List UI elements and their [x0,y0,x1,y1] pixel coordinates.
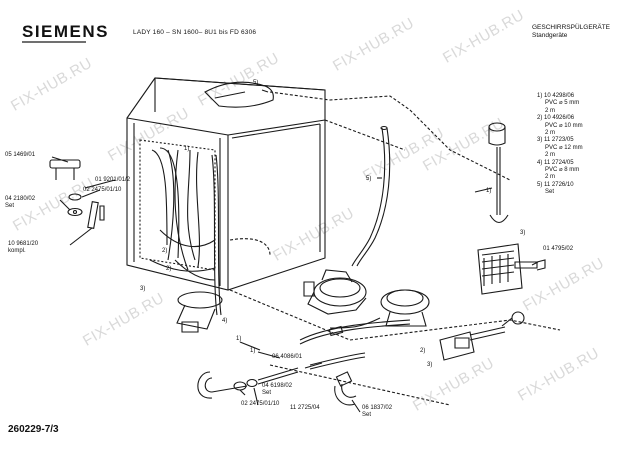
callout-label: 02 2475/01/10 [241,401,280,407]
callout-label: 04 2180/02 [5,196,36,202]
model-line: LADY 160 – SN 1600– 8U1 bis FD 6306 [133,29,257,36]
callout-label: 11 2725/04 [290,405,320,411]
ref-number: 3) [427,362,433,368]
ref-number: 2) [420,348,426,354]
ref-number: 3) [520,230,526,236]
legend-spec: PVC ⌀ 8 mm [545,167,580,174]
category-title: GESCHIRRSPÜLGERÄTE [532,24,611,31]
legend-item-5: 5) 11 2726/10 [537,181,574,188]
legend-item-2: 2) 10 4926/06 [537,115,575,122]
callout-label: kompl. [8,248,26,254]
document-id: 260229-7/3 [8,424,59,435]
legend-spec: PVC ⌀ 5 mm [545,100,580,107]
callout-label: Set [262,390,272,396]
callout-label: 10 9681/20 [8,241,39,247]
ref-number: 1) [250,348,256,354]
callout-label: Set [5,203,15,209]
callout-label: 06 4086/01 [272,354,303,360]
callout-label: 04 6198/02 [262,383,293,389]
legend-length: 2 m [545,174,556,181]
hose-legend: 1) 10 4298/06 PVC ⌀ 5 mm 2 m 2) 10 4926/… [537,93,583,197]
legend-length: 2 m [545,152,556,159]
callout-label: 02 2475/01/10 [83,187,122,193]
ref-number: 1) [184,146,190,152]
legend-spec: PVC ⌀ 12 mm [545,144,583,151]
callout-label: 05 1469/01 [5,152,36,158]
ref-number: 2) [166,266,172,272]
legend-spec: Set [545,189,555,196]
callout-label: 01 9201/01/2 [95,177,131,183]
callout-label: 06 1837/02 [362,405,393,411]
ref-number: 3) [140,286,146,292]
ref-number: 2) [162,248,168,254]
legend-length: 2 m [545,130,556,137]
ref-number: 4) [222,318,228,324]
ref-number: 5) [366,176,372,182]
category-subtitle: Standgeräte [532,32,568,39]
legend-item-3: 3) 11 2723/05 [537,137,574,144]
legend-item-1: 1) 10 4298/06 [537,93,575,99]
legend-item-4: 4) 11 2724/05 [537,159,574,166]
ref-number: 1) [236,336,242,342]
callout-label: Set [362,412,372,418]
ref-number: 1) [486,188,492,194]
legend-length: 2 m [545,107,556,114]
brand-logo: SIEMENS [22,22,110,41]
legend-spec: PVC ⌀ 10 mm [545,122,583,129]
callout-label: 01 4795/02 [543,246,574,252]
ref-number: 5) [253,80,259,86]
